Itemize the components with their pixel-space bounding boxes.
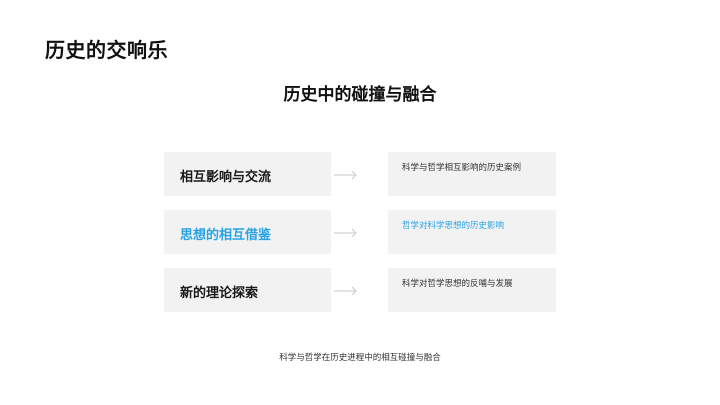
topic-box-highlighted: 思想的相互借鉴 [164, 210, 331, 254]
arrow-right-icon [334, 228, 357, 238]
detail-text: 科学与哲学相互影响的历史案例 [402, 163, 522, 173]
topic-label: 新的理论探索 [180, 286, 259, 301]
detail-box: 科学与哲学相互影响的历史案例 [388, 152, 556, 196]
detail-text: 科学对哲学思想的反哺与发展 [402, 279, 513, 289]
topic-row: 思想的相互借鉴 哲学对科学思想的历史影响 [164, 210, 556, 254]
topic-label: 思想的相互借鉴 [180, 228, 272, 243]
arrow-right-icon [334, 286, 357, 296]
topic-box: 新的理论探索 [164, 268, 331, 312]
arrow-right-icon [334, 170, 357, 180]
detail-box-highlighted: 哲学对科学思想的历史影响 [388, 210, 556, 254]
detail-text: 哲学对科学思想的历史影响 [402, 221, 505, 231]
topic-label: 相互影响与交流 [180, 170, 272, 185]
detail-box: 科学对哲学思想的反哺与发展 [388, 268, 556, 312]
slide-caption: 科学与哲学在历史进程中的相互碰撞与融合 [279, 353, 441, 363]
topic-row: 相互影响与交流 科学与哲学相互影响的历史案例 [164, 152, 556, 196]
section-subtitle: 历史中的碰撞与融合 [283, 85, 437, 105]
slide-title: 历史的交响乐 [45, 38, 168, 62]
topic-row: 新的理论探索 科学对哲学思想的反哺与发展 [164, 268, 556, 312]
topic-box: 相互影响与交流 [164, 152, 331, 196]
